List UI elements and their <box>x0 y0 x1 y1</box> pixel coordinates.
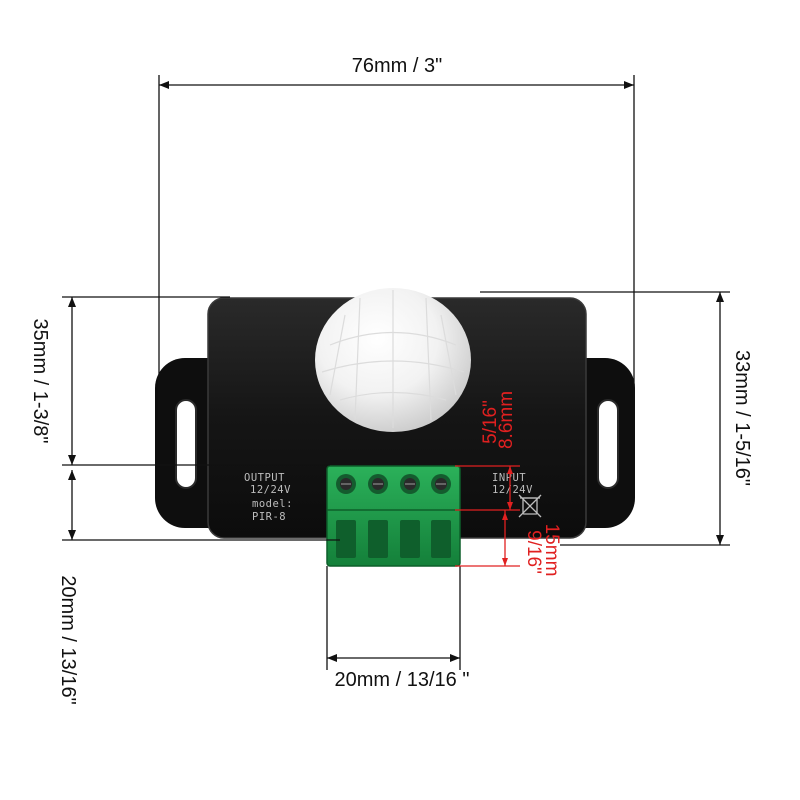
weee-bin-icon <box>518 494 542 518</box>
housing-print-right: INPUT 12/24V <box>492 472 542 518</box>
terminal-width-dimension-label: 20mm / 13/16 " <box>335 669 470 691</box>
wire-slot <box>431 520 451 558</box>
red-dimension-lines <box>455 465 520 567</box>
terminal-screw <box>336 474 356 494</box>
pir-sensor-dome <box>315 288 471 432</box>
wire-slot <box>400 520 420 558</box>
input-voltage: 12/24V <box>492 484 533 496</box>
terminal-screw <box>431 474 451 494</box>
terminal-screw <box>400 474 420 494</box>
output-voltage: 12/24V <box>250 484 291 496</box>
wire-slot <box>336 520 356 558</box>
width-dimension-label: 76mm / 3" <box>352 55 442 77</box>
input-label: INPUT <box>492 472 526 484</box>
wire-slot <box>368 520 388 558</box>
terminal-depth-in-label: 9/16" <box>523 530 544 574</box>
dome-height-in-label: 5/16" <box>480 400 501 444</box>
output-label: OUTPUT <box>244 472 285 484</box>
body-height-dimension-label: 35mm / 1-3/8" <box>29 319 51 444</box>
terminal-depth-mm-label: 15mm <box>541 524 562 577</box>
left-mount-slot <box>175 399 197 489</box>
model-name: PIR-8 <box>252 511 286 523</box>
model-label: model: <box>252 498 293 510</box>
dimension-lines <box>62 75 730 670</box>
housing-print-left: OUTPUT 12/24V model: PIR-8 <box>244 472 293 523</box>
right-mount-slot <box>597 399 619 489</box>
terminal-height-dimension-label: 20mm / 13/16" <box>57 575 79 704</box>
total-height-dimension-label: 33mm / 1-5/16" <box>731 350 753 486</box>
dome-height-mm-label: 8.6mm <box>496 391 517 449</box>
terminal-screw <box>368 474 388 494</box>
terminal-block <box>326 465 461 567</box>
